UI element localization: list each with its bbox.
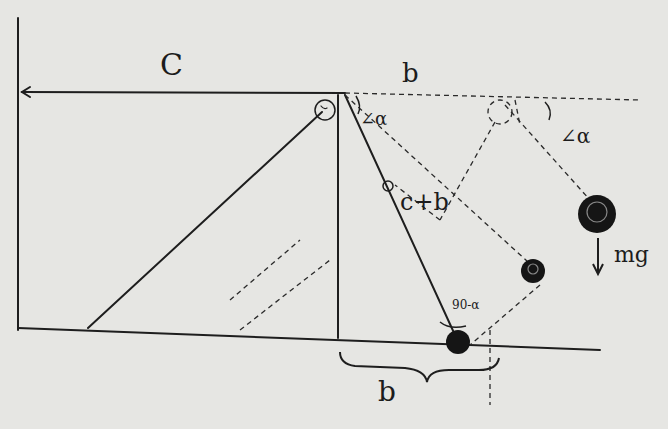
pulley-mark <box>321 106 327 109</box>
vertical-line <box>337 95 339 338</box>
label: c+b <box>400 190 449 214</box>
ball-highlight <box>528 264 538 274</box>
incline-line <box>88 112 322 328</box>
floor-line <box>18 328 600 350</box>
top-line <box>22 92 345 93</box>
dashed-pulley <box>488 100 512 124</box>
ball-highlight <box>587 202 607 222</box>
dashed-line <box>240 260 330 330</box>
label: ∠α <box>560 126 590 146</box>
angle-arc <box>356 96 360 114</box>
brace <box>340 352 499 382</box>
dashed-line <box>505 105 590 200</box>
dashed-line <box>470 285 540 345</box>
dashed-line <box>345 95 528 262</box>
label: 90-α <box>452 299 479 311</box>
angle-arc <box>440 322 466 327</box>
angle-arc <box>545 102 550 120</box>
dashed-line <box>345 93 640 100</box>
label: b <box>378 378 396 406</box>
label: ∠α <box>360 110 387 128</box>
label: b <box>402 60 419 86</box>
rope-line <box>345 95 455 335</box>
force-arrow <box>597 238 599 272</box>
ball <box>578 195 616 233</box>
ball <box>446 330 470 354</box>
arrow-head <box>22 87 30 97</box>
wall-line <box>17 18 19 330</box>
force-arrow-head <box>593 264 603 274</box>
pulley-circle <box>315 100 335 120</box>
rope-knot <box>383 181 393 191</box>
ball <box>521 259 545 283</box>
dashed-line <box>515 100 520 125</box>
label: mg <box>614 244 649 266</box>
label: C <box>160 50 183 80</box>
